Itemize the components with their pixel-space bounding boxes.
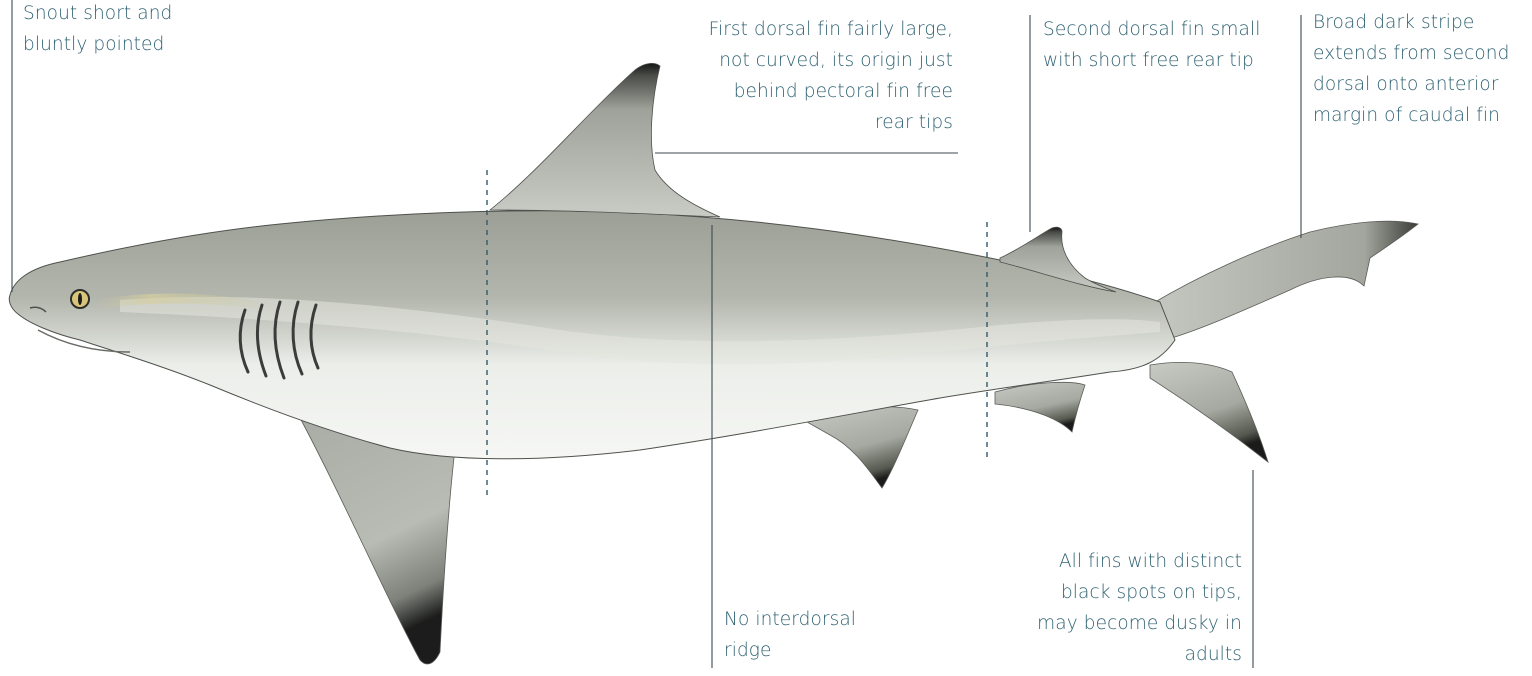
annotation-fin-tips: All fins with distinct black spots on ti… (1037, 546, 1242, 670)
annotation-second-dorsal-line: with short free rear tip (1043, 45, 1260, 76)
annotation-stripe: Broad dark stripe extends from second do… (1313, 7, 1509, 131)
annotation-snout: Snout short and bluntly pointed (23, 0, 172, 60)
eye-pupil (78, 293, 82, 305)
annotation-first-dorsal: First dorsal fin fairly large, not curve… (709, 14, 953, 138)
annotation-snout-line: bluntly pointed (23, 29, 172, 60)
annotation-stripe-line: Broad dark stripe (1313, 7, 1509, 38)
annotation-second-dorsal: Second dorsal fin small with short free … (1043, 14, 1260, 76)
annotation-first-dorsal-line: not curved, its origin just (709, 45, 953, 76)
annotation-fin-tips-line: black spots on tips, (1037, 577, 1242, 608)
annotation-fin-tips-line: adults (1037, 639, 1242, 670)
annotation-first-dorsal-line: rear tips (709, 107, 953, 138)
annotation-interdorsal: No interdorsal ridge (724, 604, 856, 666)
annotation-interdorsal-line: No interdorsal (724, 604, 856, 635)
annotation-stripe-line: margin of caudal fin (1313, 100, 1509, 131)
annotation-first-dorsal-line: First dorsal fin fairly large, (709, 14, 953, 45)
annotation-stripe-line: dorsal onto anterior (1313, 69, 1509, 100)
annotation-fin-tips-line: may become dusky in (1037, 608, 1242, 639)
annotation-snout-line: Snout short and (23, 0, 172, 29)
annotation-stripe-line: extends from second (1313, 38, 1509, 69)
anal-fin (995, 382, 1085, 432)
annotation-second-dorsal-line: Second dorsal fin small (1043, 14, 1260, 45)
annotation-fin-tips-line: All fins with distinct (1037, 546, 1242, 577)
annotation-interdorsal-line: ridge (724, 635, 856, 666)
annotation-first-dorsal-line: behind pectoral fin free (709, 76, 953, 107)
